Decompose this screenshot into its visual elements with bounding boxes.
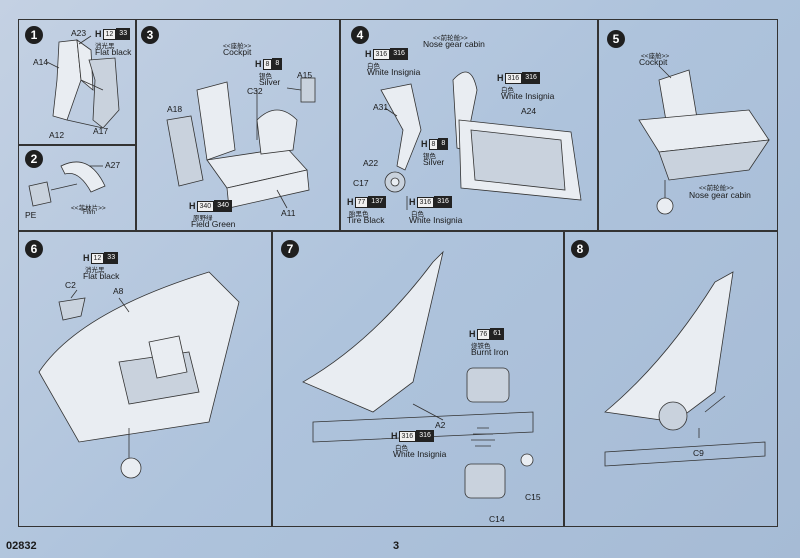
step-1-number: 1 — [25, 26, 43, 44]
step-4-drawing — [380, 71, 582, 210]
paint-cn: 胎黑色 — [349, 211, 369, 218]
part-label: A15 — [297, 70, 313, 80]
step-8-number: 8 — [571, 240, 589, 258]
paint-cn: 消光黑 — [85, 267, 105, 274]
step-7-number: 7 — [281, 240, 299, 258]
part-label: C9 — [693, 448, 704, 458]
cockpit-title-en: Cockpit — [223, 47, 252, 57]
part-label: A27 — [105, 160, 121, 170]
part-label: A23 — [71, 28, 87, 38]
paint-en: White Insignia — [501, 91, 555, 101]
cockpit-title-cn: <<座舱>> — [223, 43, 252, 50]
part-label: A11 — [281, 208, 296, 218]
film-en: Film — [83, 209, 96, 216]
step-2-number: 2 — [25, 150, 43, 168]
step-3-number: 3 — [141, 26, 159, 44]
part-label: A8 — [113, 286, 124, 296]
paint-cn: 原野绿 — [193, 215, 213, 222]
part-label: C14 — [489, 514, 505, 524]
step-2-panel: 2 A27 PE <<菲林片>> Film — [18, 145, 136, 231]
step-2-drawing — [28, 161, 106, 207]
cabin-title-cn: <<前轮舱>> — [433, 35, 468, 42]
part-label: A22 — [363, 158, 379, 168]
part-label: A14 — [33, 57, 49, 67]
paint-en: White Insignia — [367, 67, 421, 77]
cabin-en: Nose gear cabin — [689, 190, 751, 200]
part-label: C2 — [65, 280, 76, 290]
paint-en: White Insignia — [393, 449, 447, 459]
part-label: A24 — [521, 106, 537, 116]
paint-cn: 消光黑 — [95, 43, 115, 50]
paint-cn: 银色 — [259, 73, 272, 80]
step-5-drawing — [638, 65, 770, 215]
step-3-drawing — [166, 77, 316, 209]
step-8-panel: 8 C9 — [564, 231, 778, 527]
part-label: A12 — [49, 130, 65, 140]
part-label: A18 — [167, 104, 183, 114]
film-cn: <<菲林片>> — [71, 205, 106, 212]
step-6-drawing — [38, 271, 240, 479]
cockpit-cn: <<座舱>> — [641, 53, 670, 60]
cabin-title-en: Nose gear cabin — [423, 39, 485, 49]
step-7-drawing — [302, 250, 534, 499]
paint-en: Flat black — [83, 271, 120, 281]
part-label: C17 — [353, 178, 369, 188]
paint-cn: 白色 — [411, 211, 424, 218]
step-1-drawing — [46, 35, 120, 129]
part-label: C32 — [247, 86, 263, 96]
paint-cn: 银色 — [423, 153, 436, 160]
paint-en: Silver — [259, 77, 281, 87]
step-4-number: 4 — [351, 26, 369, 44]
part-label: A17 — [93, 126, 109, 136]
product-code: 02832 — [6, 540, 37, 552]
paint-cn: 白色 — [367, 63, 380, 70]
cockpit-en: Cockpit — [639, 57, 668, 67]
part-label: A31 — [373, 102, 389, 112]
paint-en: Field Green — [191, 219, 236, 229]
paint-cn: 白色 — [501, 87, 514, 94]
step-6-number: 6 — [25, 240, 43, 258]
part-label: C15 — [525, 492, 541, 502]
paint-en: Silver — [423, 157, 445, 167]
step-8-drawing — [604, 271, 766, 467]
paint-cn: 烧铁色 — [471, 343, 491, 350]
paint-en: Burnt Iron — [471, 347, 509, 357]
paint-en: Flat black — [95, 47, 132, 57]
cabin-cn: <<前轮舱>> — [699, 185, 734, 192]
part-label: A2 — [435, 420, 446, 430]
step-5-panel: 5 <<座舱>> Cockpit <<前轮舱>> Nose gear cabin — [598, 19, 778, 231]
paint-cn: 白色 — [395, 445, 408, 452]
step-5-number: 5 — [607, 30, 625, 48]
page-number: 3 — [393, 540, 400, 552]
paint-en: Tire Black — [347, 215, 385, 225]
paint-en: White Insignia — [409, 215, 463, 225]
part-label: PE — [25, 210, 37, 220]
